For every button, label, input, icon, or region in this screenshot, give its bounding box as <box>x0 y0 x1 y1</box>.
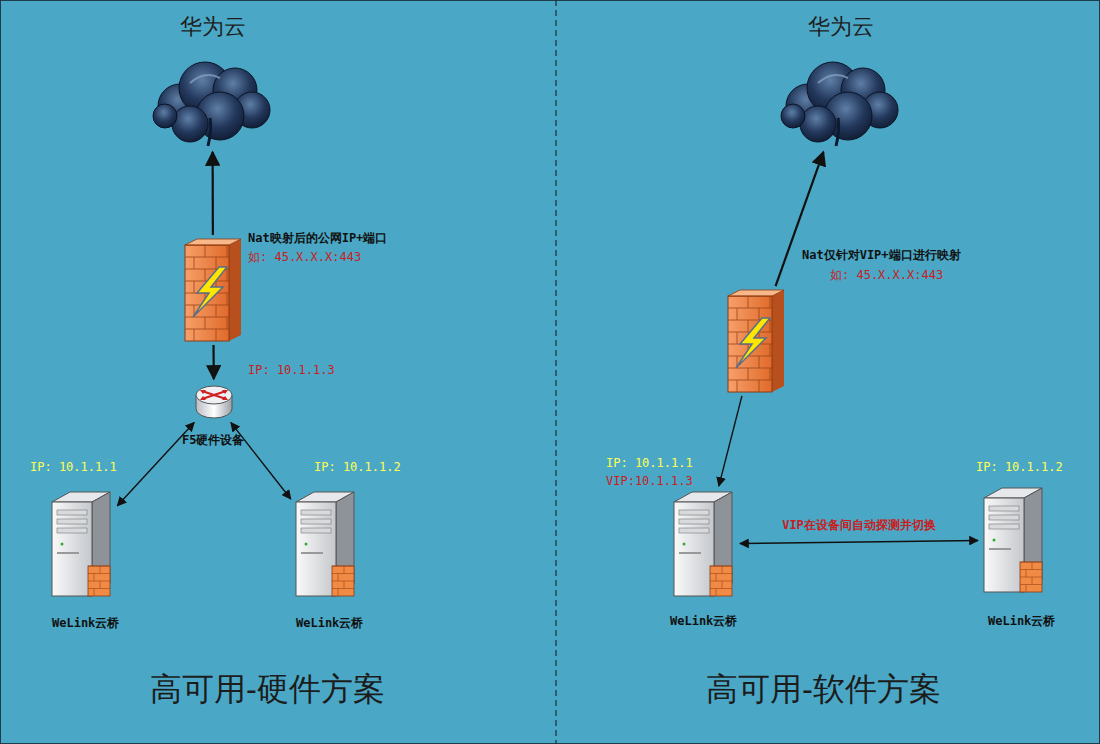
device-name: F5硬件设备 <box>182 433 244 447</box>
server-icon <box>292 488 360 600</box>
server-icon <box>48 488 116 600</box>
divider-line <box>555 0 556 744</box>
firewall-node: Nat映射后的公网IP+端口如: 45.X.X.X:443 <box>183 237 243 343</box>
server-name: WeLink云桥 <box>670 614 737 628</box>
scheme-caption: 高可用-软件方案 <box>706 670 941 708</box>
server-node: IP: 10.1.1.1WeLink云桥 <box>48 488 116 600</box>
connector <box>740 540 978 543</box>
connector <box>719 396 742 486</box>
nat-example: 如: 45.X.X.X:443 <box>830 268 943 282</box>
vip-label: VIP:10.1.1.3 <box>606 474 693 488</box>
server-node: IP: 10.1.1.2WeLink云桥 <box>292 488 360 600</box>
nat-note: Nat映射后的公网IP+端口 <box>248 231 387 245</box>
connector <box>212 152 214 235</box>
cloud-title: 华为云 <box>180 14 246 40</box>
server-name: WeLink云桥 <box>52 616 119 630</box>
ip-label: IP: 10.1.1.2 <box>314 460 401 474</box>
scheme-panel: 高可用-硬件方案 华为云 Nat映射后的公网IP+端口如: 45.X.X.X:443… <box>0 0 555 744</box>
f5-node: IP: 10.1.1.3F5硬件设备 <box>194 381 234 421</box>
cloud-node: 华为云 <box>150 58 275 150</box>
server-node: IP: 10.1.1.2WeLink云桥 <box>980 484 1048 596</box>
edge-label: VIP在设备间自动探测并切换 <box>782 517 936 534</box>
server-icon <box>980 484 1048 596</box>
connector <box>776 152 824 286</box>
cloud-icon <box>778 58 903 150</box>
cloud-icon <box>150 58 275 150</box>
firewall-icon <box>726 288 786 394</box>
connector <box>212 345 215 379</box>
ip-label: IP: 10.1.1.1 <box>30 460 117 474</box>
nat-note: Nat仅针对VIP+端口进行映射 <box>802 248 961 262</box>
firewall-node: Nat仅针对VIP+端口进行映射如: 45.X.X.X:443 <box>726 288 786 394</box>
scheme-caption: 高可用-硬件方案 <box>150 670 385 708</box>
server-name: WeLink云桥 <box>296 616 363 630</box>
ip-label: IP: 10.1.1.2 <box>976 460 1063 474</box>
cloud-node: 华为云 <box>778 58 903 150</box>
server-node: IP: 10.1.1.1VIP:10.1.1.3WeLink云桥 <box>670 488 738 600</box>
server-name: WeLink云桥 <box>988 614 1055 628</box>
nat-example: 如: 45.X.X.X:443 <box>248 250 361 264</box>
server-icon <box>670 488 738 600</box>
ip-label: IP: 10.1.1.1 <box>606 456 693 470</box>
scheme-panel: 高可用-软件方案华为云Nat仅针对VIP+端口进行映射如: 45.X.X.X:4… <box>556 0 1100 744</box>
router-icon <box>194 381 234 421</box>
firewall-icon <box>183 237 243 343</box>
ip-label: IP: 10.1.1.3 <box>248 363 335 377</box>
cloud-title: 华为云 <box>808 14 874 40</box>
